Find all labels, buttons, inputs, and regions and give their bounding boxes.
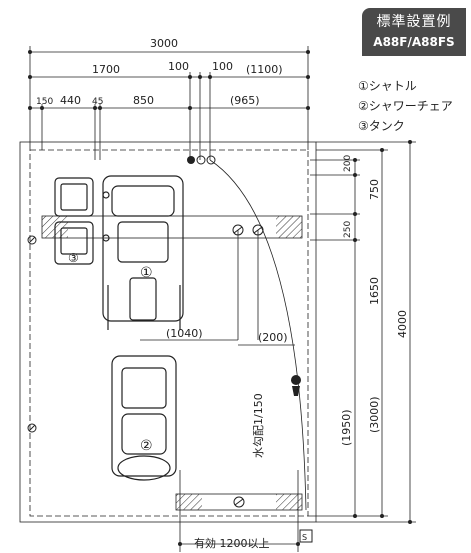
marker-shuttle: ①: [140, 265, 153, 281]
marker-s: S: [302, 533, 307, 542]
label-100-a: 100: [168, 60, 189, 73]
model-badge: 標準設置例 A88F/A88FS: [362, 8, 466, 56]
label-1700: 1700: [92, 63, 120, 76]
label-850: 850: [133, 94, 154, 107]
water-supply-fittings: [187, 155, 216, 165]
wall-fixture-markers: [27, 235, 37, 433]
badge-model: A88F/A88FS: [373, 35, 455, 49]
marker-chair: ②: [140, 438, 153, 454]
room-inner-wall: [29, 149, 309, 517]
label-3000: 3000: [150, 37, 178, 50]
tank-unit: [54, 177, 110, 265]
label-right-1650: 1650: [368, 277, 381, 305]
marker-tank: ③: [68, 251, 79, 265]
badge-title: 標準設置例: [376, 14, 452, 30]
legend-item-shuttle: ①シャトル: [358, 79, 417, 93]
label-45: 45: [92, 97, 103, 107]
person-icon: [291, 375, 301, 396]
label-right-3000: (3000): [368, 396, 381, 433]
door-swing-arc: [209, 159, 307, 511]
drain-beam: [175, 493, 303, 511]
label-150: 150: [36, 97, 53, 107]
label-right-250: 250: [343, 221, 353, 238]
label-right-1950: (1950): [340, 409, 353, 446]
label-right-4000: 4000: [396, 310, 409, 338]
label-200-bottom: (200): [258, 331, 288, 344]
legend-item-tank: ③タンク: [358, 119, 405, 133]
label-100-b: 100: [212, 60, 233, 73]
legend-item-chair: ②シャワーチェア: [358, 99, 453, 113]
shuttle-unit: [102, 175, 184, 330]
floor-drain: [232, 224, 264, 236]
label-effective: 有効 1200以上: [194, 536, 270, 550]
label-440: 440: [60, 94, 81, 107]
label-right-200: 200: [343, 155, 353, 172]
label-slope: 水勾配1/150: [252, 393, 265, 458]
rail-beam: [41, 215, 303, 239]
legend: ①シャトル ②シャワーチェア ③タンク: [358, 76, 453, 136]
label-right-750: 750: [368, 179, 381, 200]
room-outer-wall: [19, 141, 317, 523]
label-1040: (1040): [166, 327, 203, 340]
label-1100: (1100): [246, 63, 283, 76]
shower-chair: [111, 355, 177, 481]
s-box: [299, 529, 313, 543]
label-965: (965): [230, 94, 260, 107]
